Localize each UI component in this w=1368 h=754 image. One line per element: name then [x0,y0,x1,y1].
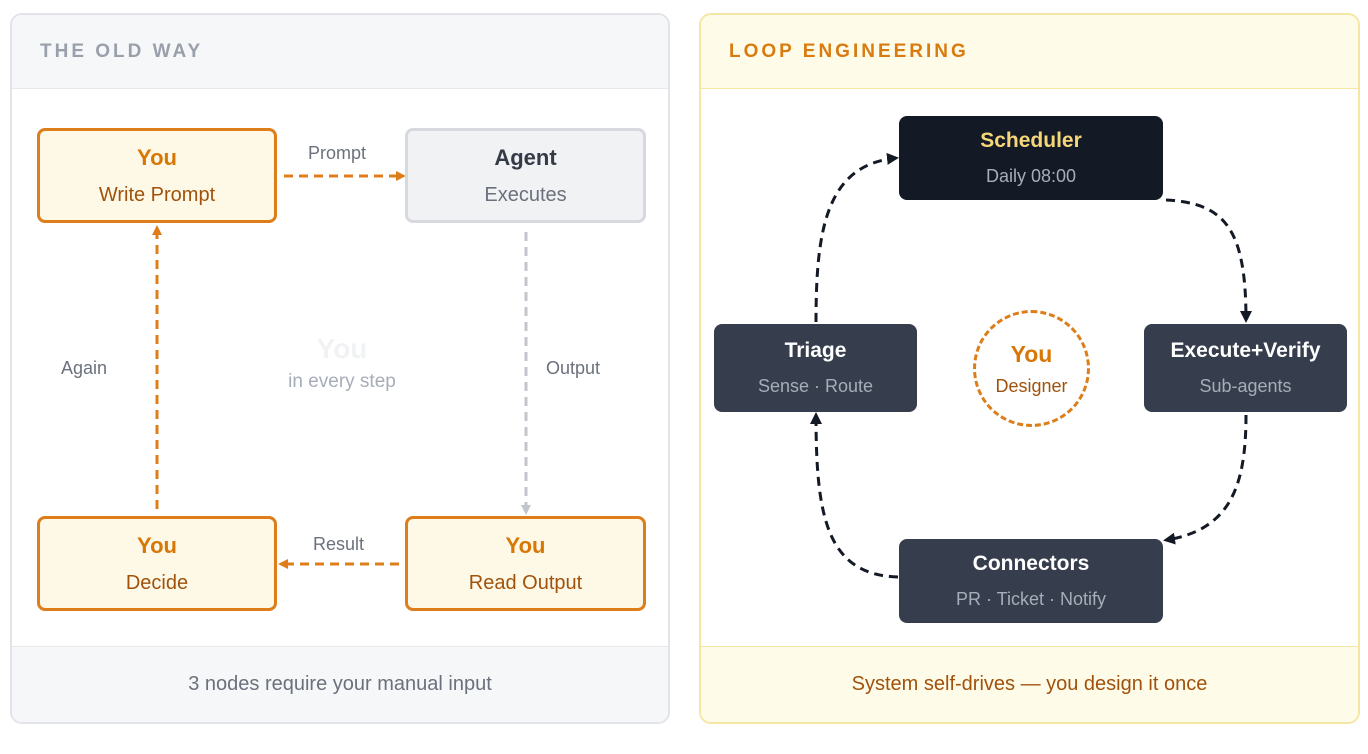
node-write-prompt-subtitle: Write Prompt [98,183,216,206]
designer-node: You Designer [973,310,1090,427]
loop-arrow-execute-to-connectors [1163,414,1248,545]
node-write-prompt: You Write Prompt [37,128,277,223]
node-write-prompt-title: You [137,144,177,170]
node-scheduler-subtitle: Daily 08:00 [985,166,1077,186]
node-agent-title: Agent [494,144,557,170]
node-triage-subtitle: Sense · Route [757,376,874,396]
node-read-output-subtitle: Read Output [468,571,583,594]
node-read-output: You Read Output [405,516,646,611]
node-connectors-subtitle: PR · Ticket · Notify [955,589,1107,609]
node-decide: You Decide [37,516,277,611]
center-ghost-label: You in every step [242,333,442,393]
node-read-output-title: You [505,532,546,558]
loop-engineering-footer: System self-drives — you design it once [701,646,1358,722]
old-way-footer: 3 nodes require your manual input [12,646,668,722]
node-execute-verify: Execute+Verify Sub-agents [1144,324,1347,412]
loop-engineering-panel: LOOP ENGINEERING Scheduler Daily 08:00 E… [699,13,1360,724]
center-ghost-title: You [316,333,368,364]
edge-label-again: Again [61,358,108,378]
node-connectors: Connectors PR · Ticket · Notify [899,539,1163,623]
node-scheduler-title: Scheduler [980,129,1082,152]
designer-subtitle: Designer [995,375,1068,396]
loop-arrows [810,152,1252,579]
node-triage-title: Triage [784,339,847,362]
edge-label-output: Output [546,358,601,378]
center-ghost-subtitle: in every step [288,371,396,392]
old-way-arrows [152,171,531,569]
node-triage: Triage Sense · Route [714,324,917,412]
loop-arrow-connectors-to-triage [810,412,899,579]
node-agent: Agent Executes [405,128,646,223]
node-decide-title: You [137,532,177,558]
old-way-header: THE OLD WAY [12,15,668,89]
old-way-panel: THE OLD WAY You Write Prompt Agent Execu… [10,13,670,724]
node-connectors-title: Connectors [972,552,1090,575]
edge-label-result: Result [313,534,365,554]
node-execute-verify-title: Execute+Verify [1170,339,1321,362]
edge-label-prompt: Prompt [308,143,367,163]
loop-arrow-triage-to-scheduler [814,152,899,323]
node-execute-verify-subtitle: Sub-agents [1199,376,1292,396]
loop-engineering-header: LOOP ENGINEERING [701,15,1358,89]
node-agent-subtitle: Executes [484,183,567,206]
node-scheduler: Scheduler Daily 08:00 [899,116,1163,200]
loop-arrow-scheduler-to-execute [1165,198,1252,323]
node-decide-subtitle: Decide [125,571,189,594]
designer-title: You [1010,340,1053,367]
